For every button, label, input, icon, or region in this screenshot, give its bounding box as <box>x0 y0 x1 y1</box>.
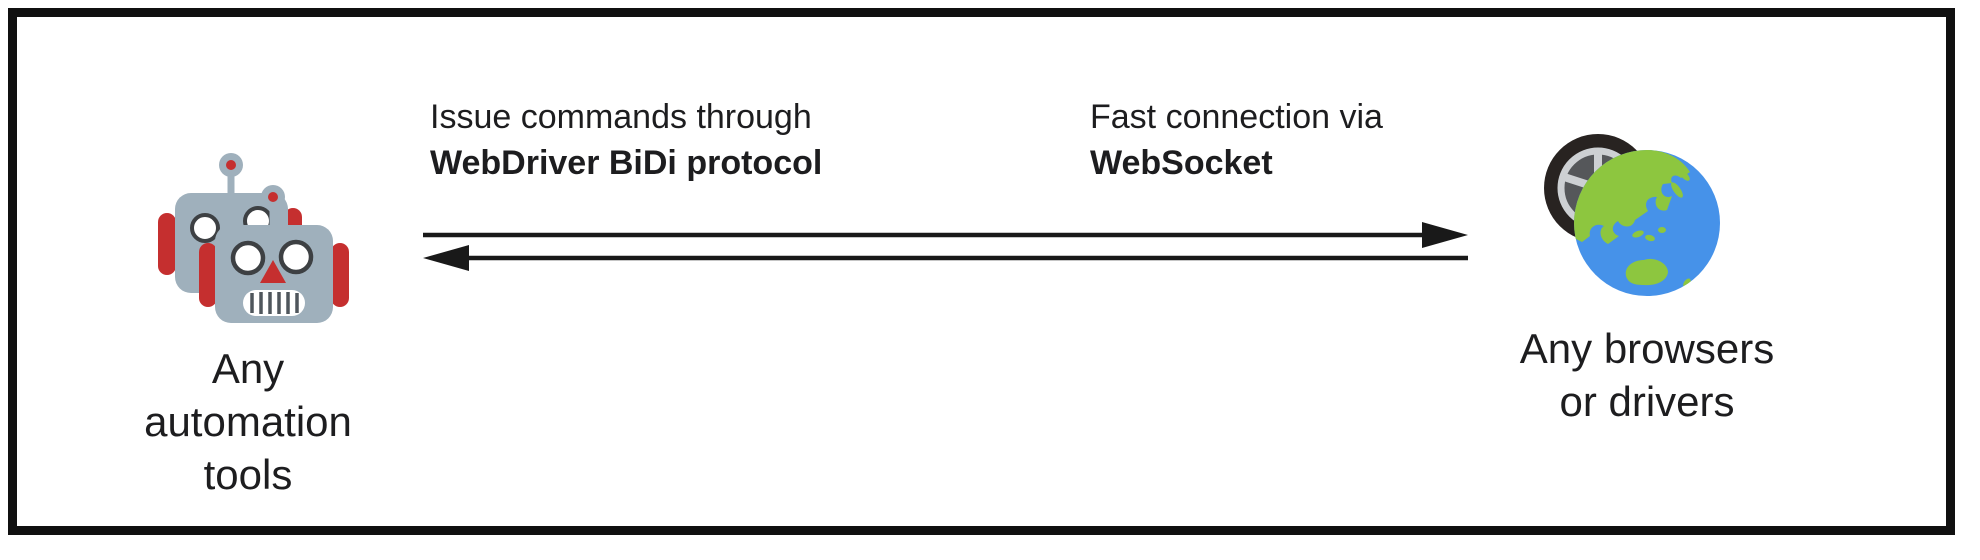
connection-annotation-line2: WebSocket <box>1090 144 1273 182</box>
commands-annotation-line1: Issue commands through <box>430 98 812 136</box>
right-node-label: Any browsers or drivers <box>1447 322 1847 428</box>
left-node-label: Any automation tools <box>98 342 398 501</box>
arrow-right <box>423 222 1468 248</box>
wheel-globe-icon <box>1544 134 1720 296</box>
right-node-label-line: or drivers <box>1559 378 1735 425</box>
globe <box>1574 150 1720 296</box>
robots-icon <box>158 153 349 323</box>
bidirectional-arrows <box>423 222 1468 271</box>
left-node-label-line: tools <box>203 451 293 498</box>
commands-annotation-line2: WebDriver BiDi protocol <box>430 144 823 182</box>
commands-annotation: Issue commands through WebDriver BiDi pr… <box>430 94 822 186</box>
robot-front <box>199 185 349 323</box>
left-node-label-line: Any <box>211 345 285 392</box>
connection-annotation-line1: Fast connection via <box>1090 98 1383 136</box>
arrow-left <box>423 245 1468 271</box>
right-node-label-line: Any browsers <box>1519 325 1775 372</box>
left-node-label-line: automation <box>144 398 352 445</box>
connection-annotation: Fast connection via WebSocket <box>1090 94 1383 186</box>
